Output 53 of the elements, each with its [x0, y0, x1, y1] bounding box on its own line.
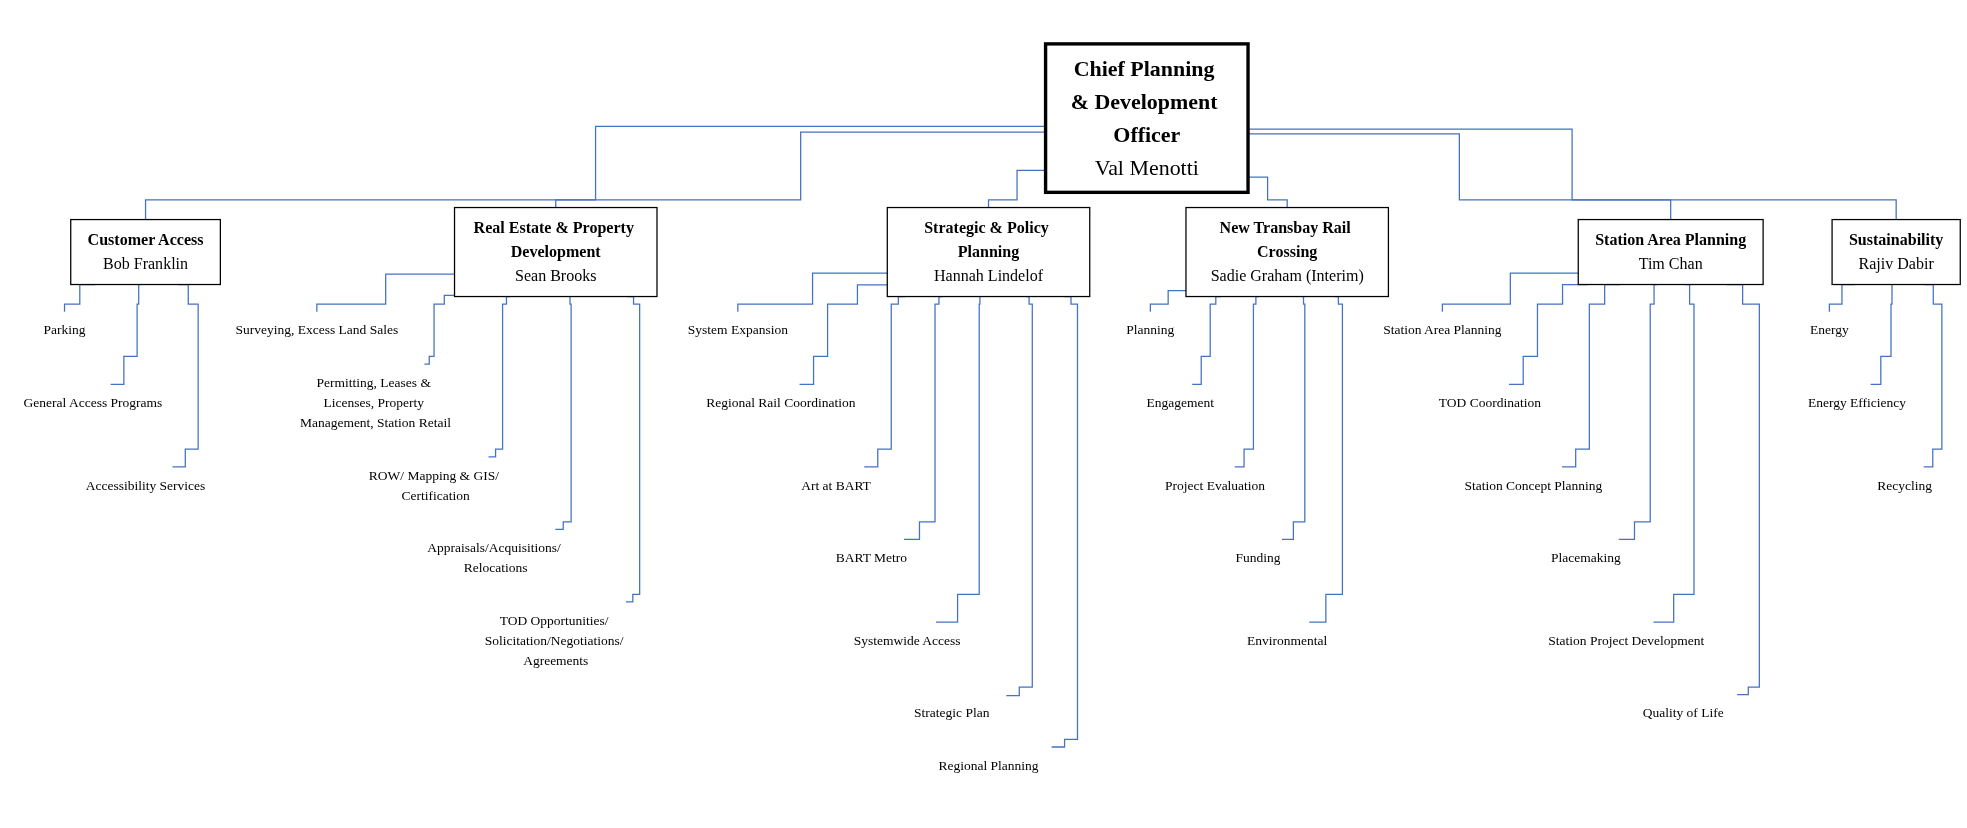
connector [1869, 283, 1894, 385]
node-text: Parking [43, 322, 86, 338]
node-text: Placemaking [1550, 550, 1621, 565]
node-text: Engagement [1146, 395, 1215, 410]
node-box: Real Estate & Property Development Sean Brooks [453, 206, 658, 298]
node-text: Station Project Development [1548, 633, 1705, 648]
node-box: Strategic & Policy Planning Hannah Lindelof [886, 206, 1091, 298]
connector [1652, 283, 1695, 623]
connector [1005, 295, 1033, 697]
node-text: TOD Coordination [1438, 395, 1541, 410]
node-text: Recycling [1877, 477, 1932, 493]
node-text: Accessibility Services [85, 477, 206, 493]
connector [1281, 295, 1306, 541]
node-text: Environmental [1247, 633, 1328, 648]
connector [171, 283, 199, 468]
connector [1923, 283, 1943, 468]
node-text: Permitting, Leases & Licenses, Property Management, Station Retail [299, 374, 451, 430]
node-text: Energy Efficiency [1807, 395, 1907, 410]
connector [737, 272, 888, 313]
connector [1051, 295, 1079, 748]
connector [625, 295, 641, 603]
node-text: Art at BART [801, 477, 871, 493]
node-text: System Expansion [687, 322, 788, 338]
node-text: Quality of Life [1642, 705, 1724, 720]
node-text: BART Metro [835, 550, 908, 565]
connector [1308, 295, 1344, 623]
node-text: Strategic Plan [914, 705, 990, 720]
node-text: ROW/ Mapping & GIS/ Certification [368, 467, 499, 503]
node-text: Regional Planning [938, 757, 1039, 773]
node-box: New Transbay Rail Crossing Sadie Graham (Interim) [1185, 206, 1390, 298]
node-box: Station Area Planning Tim Chan [1577, 218, 1764, 286]
node-text: Funding [1235, 550, 1281, 565]
connector [1234, 295, 1259, 468]
connector [554, 295, 572, 530]
node-box: Sustainability Rajiv Dabir [1831, 218, 1961, 286]
node-box: Chief Planning & Development Officer Val Menotti [1043, 42, 1250, 195]
node-text: Station Concept Planning [1464, 477, 1603, 493]
node-text: TOD Opportunities/ Solicitation/Negotiations/ Agreements [484, 612, 624, 668]
node-text: Regional Rail Coordination [706, 395, 856, 410]
connector [798, 284, 888, 385]
node-text: Appraisals/Acquisitions/ Relocations [427, 540, 561, 575]
connector [1441, 272, 1579, 313]
node-text: Systemwide Access [853, 633, 961, 648]
node-text: Planning [1126, 322, 1175, 338]
connector [935, 295, 982, 623]
node-text: Station Area Planning [1383, 322, 1502, 338]
connector [110, 283, 141, 385]
node-box: Customer Access Bob Franklin [70, 218, 221, 286]
connector [423, 294, 456, 365]
node-text: General Access Programs [23, 395, 163, 410]
node-text: Surveying, Excess Land Sales [235, 322, 399, 338]
node-text: Project Evaluation [1165, 477, 1266, 493]
node-text: Energy [1810, 322, 1849, 338]
